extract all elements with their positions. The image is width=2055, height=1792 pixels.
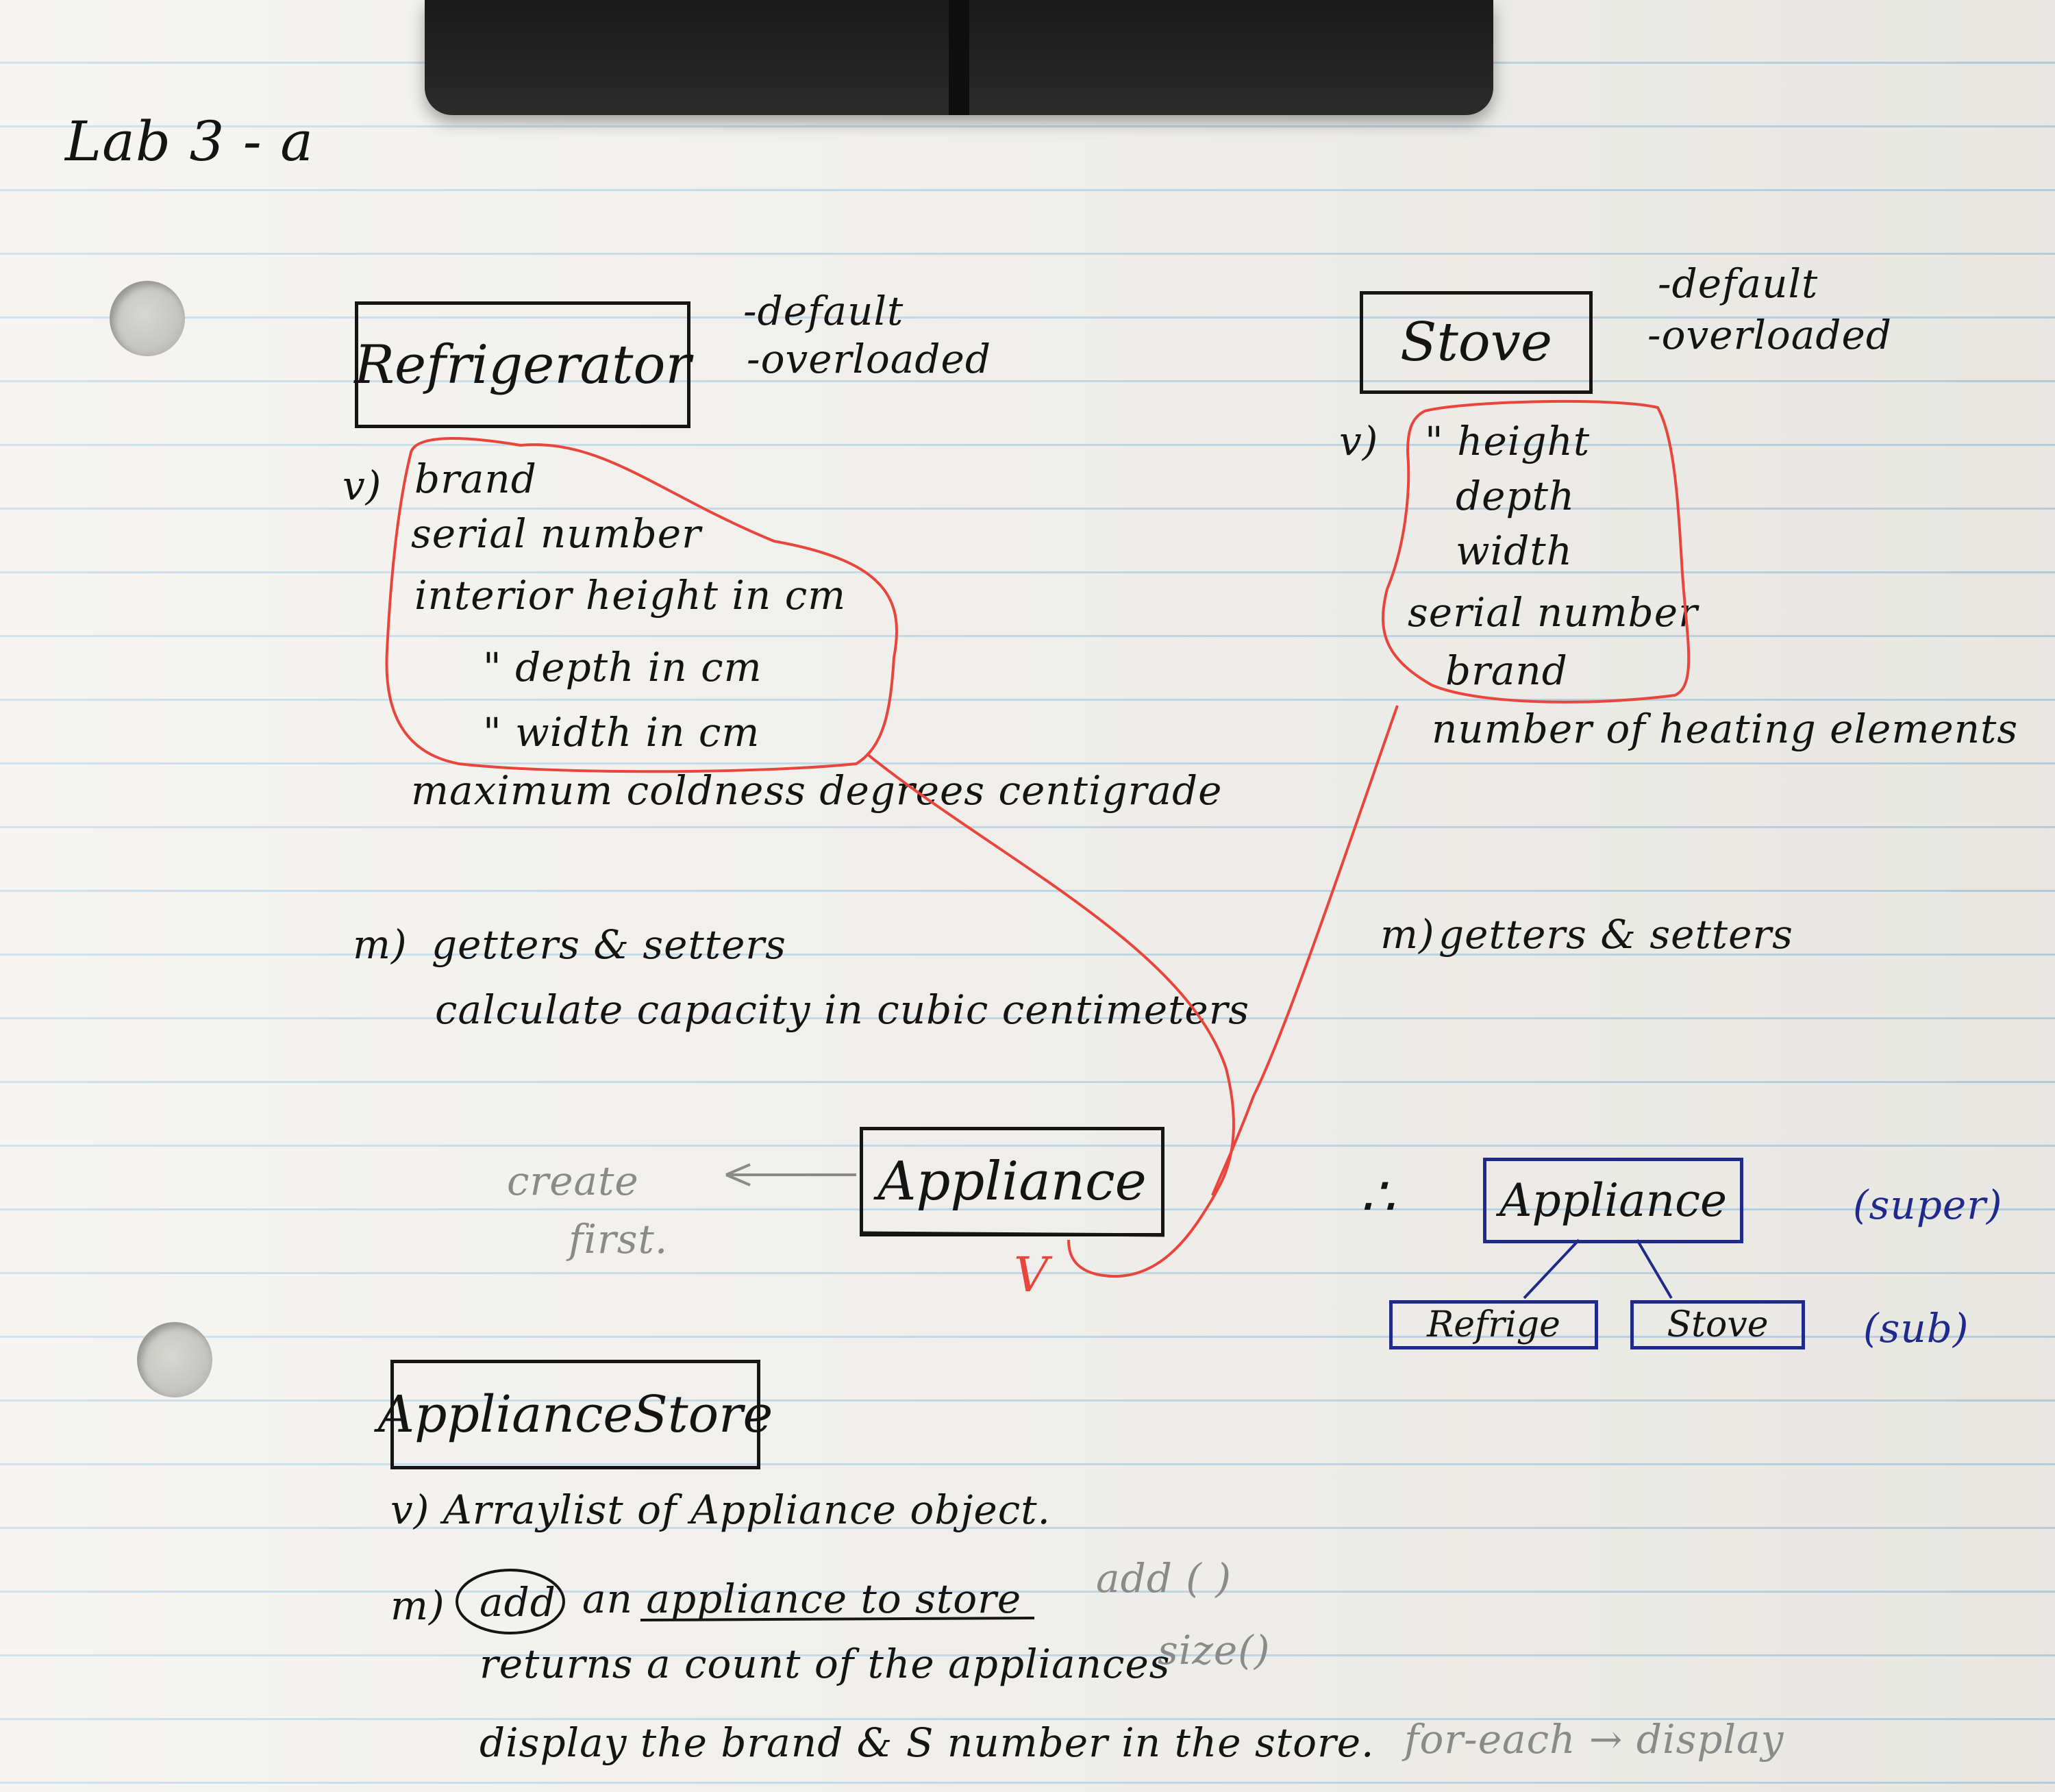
refrigerator-class-box: Refrigerator [354, 301, 691, 428]
refrigerator-var-width: " width in cm [483, 709, 760, 756]
stove-var-depth: depth [1456, 473, 1576, 519]
refrigerator-methods-marker: m) [353, 921, 408, 968]
stove-variables-marker: v) [1339, 418, 1379, 464]
store-method-count: returns a count of the appliances [480, 1641, 1171, 1687]
stove-method-getters: getters & setters [1438, 911, 1793, 958]
appliance-class-box: Appliance [860, 1127, 1164, 1236]
store-variable-arraylist: v) Arraylist of Appliance object. [390, 1486, 1051, 1533]
stove-constructor-default: -default [1658, 260, 1819, 307]
refrigerator-var-coldness: maximum coldness degrees centigrade [411, 767, 1223, 814]
store-method-count-note: size() [1158, 1627, 1271, 1673]
hierarchy-sub-label: (sub) [1863, 1305, 1969, 1352]
hierarchy-super-label: (super) [1853, 1182, 2003, 1228]
stove-shared-vars-loop [1382, 399, 1691, 704]
hierarchy-sub-refrige-box: Refrige [1389, 1300, 1598, 1349]
stove-methods-marker: m) [1380, 911, 1435, 958]
appliance-note-create: create [507, 1158, 639, 1204]
appliancestore-class-box: ApplianceStore [378, 1360, 773, 1469]
stove-var-height: " height [1425, 418, 1591, 464]
store-method-add-note: add ( ) [1096, 1555, 1232, 1602]
stove-var-heating-elements: number of heating elements [1432, 706, 2019, 752]
appliancestore-class-name: ApplianceStore [377, 1385, 773, 1444]
refrigerator-method-getters: getters & setters [432, 921, 786, 968]
refrigerator-class-name: Refrigerator [354, 334, 691, 396]
add-phrase-underline [640, 1617, 1035, 1621]
hierarchy-super-name: Appliance [1499, 1174, 1728, 1227]
stove-constructor-overloaded: -overloaded [1647, 312, 1892, 358]
hierarchy-super-box: Appliance [1483, 1158, 1743, 1243]
store-method-add-word: add [480, 1579, 556, 1626]
add-word-circle [456, 1569, 565, 1634]
hierarchy-sub-stove: Stove [1667, 1304, 1769, 1345]
refrigerator-constructor-overloaded: -overloaded [747, 336, 991, 382]
stove-var-brand: brand [1445, 647, 1568, 694]
stove-var-width: width [1456, 527, 1573, 574]
store-method-add-rest: an appliance to store [582, 1576, 1022, 1622]
refrigerator-var-depth: " depth in cm [483, 644, 762, 690]
store-methods-marker: m) [390, 1582, 445, 1629]
appliance-underline [859, 1231, 1165, 1237]
store-method-display-note: for-each → display [1404, 1716, 1784, 1763]
refrigerator-to-appliance-link [865, 752, 1235, 1278]
stove-to-appliance-link [1211, 705, 1399, 1196]
hierarchy-branches [1523, 1239, 1673, 1299]
refrigerator-variables-marker: v) [342, 462, 382, 509]
refrigerator-var-height: interior height in cm [414, 572, 847, 619]
refrigerator-var-brand: brand [414, 456, 537, 502]
appliance-note-first: first. [569, 1216, 669, 1262]
refrigerator-var-serial: serial number [411, 510, 701, 557]
binder-clip [425, 0, 1493, 115]
create-first-arrow [725, 1163, 856, 1186]
stove-class-box: Stove [1360, 291, 1593, 394]
refrigerator-method-capacity: calculate capacity in cubic centimeters [435, 986, 1250, 1033]
refrigerator-constructor-default: -default [743, 288, 904, 334]
therefore-symbol: ∴ [1360, 1165, 1395, 1228]
stove-var-serial: serial number [1408, 589, 1698, 636]
appliance-class-name: Appliance [877, 1151, 1147, 1212]
stove-class-name: Stove [1400, 312, 1552, 373]
hierarchy-sub-stove-box: Stove [1630, 1300, 1805, 1349]
hierarchy-sub-refrige: Refrige [1427, 1304, 1560, 1345]
page-title: Lab 3 - a [65, 110, 314, 173]
store-method-display: display the brand & S number in the stor… [480, 1719, 1375, 1766]
appliance-checkmark: V [1014, 1247, 1049, 1303]
refrigerator-shared-vars-loop [385, 437, 899, 773]
punch-hole-bottom [137, 1322, 212, 1397]
punch-hole-top [110, 281, 185, 356]
